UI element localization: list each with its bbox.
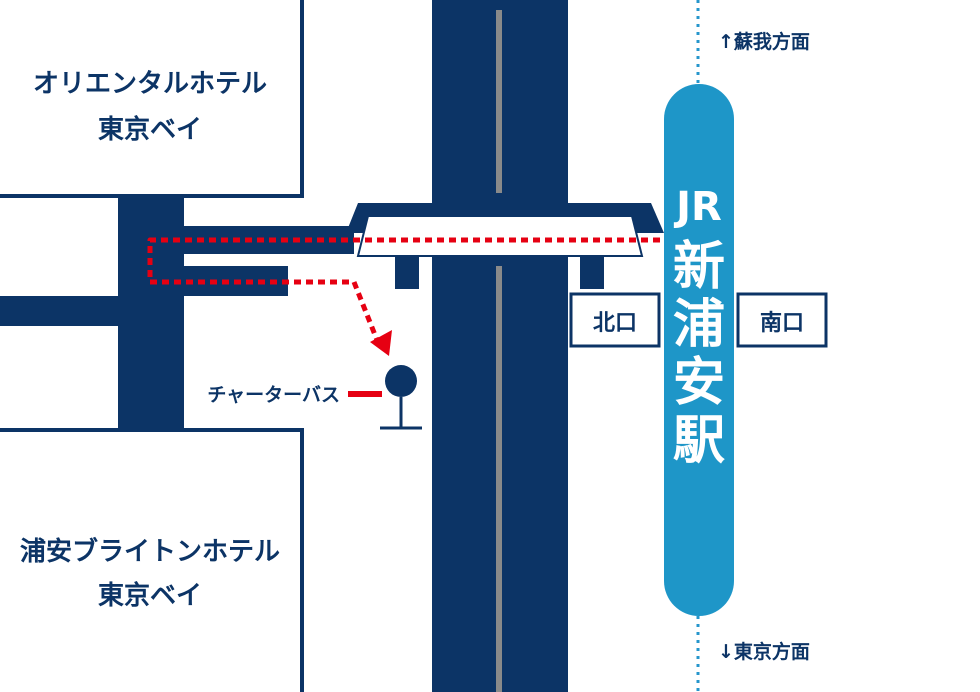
station-body — [664, 84, 734, 616]
route-path — [147, 237, 660, 341]
brighton-hotel-building — [0, 428, 304, 692]
overpass-deck — [356, 215, 644, 257]
oriental-hotel-name-line1: オリエンタルホテル — [33, 69, 267, 99]
oriental-hotel-name-line2: 東京ベイ — [98, 114, 202, 145]
south-exit-label: 南口 — [760, 311, 804, 336]
brighton-hotel-name-line2: 東京ベイ — [98, 580, 202, 611]
oriental-hotel-building — [0, 0, 304, 198]
south-exit-box — [736, 292, 828, 348]
station-name-char-3: 安 — [673, 353, 725, 413]
station-name-char-1: 新 — [673, 237, 725, 297]
route-arrow-head — [370, 330, 392, 356]
direction-south-label: ↓東京方面 — [718, 640, 810, 663]
highway-lane-upper — [496, 10, 502, 193]
station-line-label: JR — [673, 184, 722, 230]
station-name-char-4: 駅 — [673, 411, 725, 471]
highway-lane-lower — [496, 266, 502, 692]
north-exit-label: 北口 — [593, 311, 637, 336]
direction-north-label: ↑蘇我方面 — [718, 30, 810, 53]
north-exit-box — [569, 292, 661, 348]
brighton-hotel-name-line1: 浦安ブライトンホテル — [20, 536, 280, 567]
bus-stop-icon — [385, 365, 417, 397]
station-name-char-2: 浦 — [673, 295, 725, 355]
charter-bus-label: チャーターバス — [207, 384, 340, 406]
